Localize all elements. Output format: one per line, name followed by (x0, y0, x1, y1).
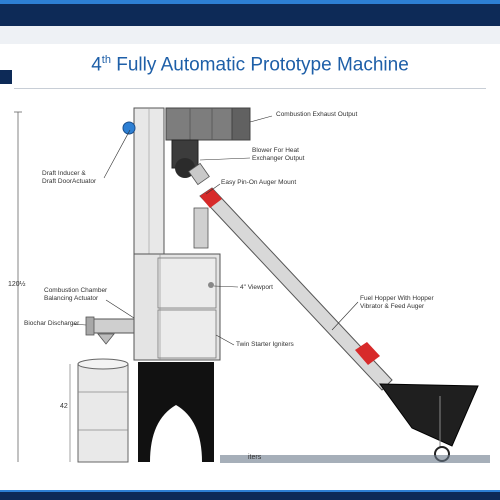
discharger-chute (97, 333, 115, 345)
machine-stand (138, 362, 214, 462)
label-hopper-line1: Fuel Hopper With Hopper (360, 295, 434, 302)
label-exhaust: Combustion Exhaust Output (276, 111, 358, 118)
chamber-panel (157, 309, 217, 359)
barrel-top (77, 358, 129, 370)
title-superscript: th (101, 54, 111, 66)
label-blower-line1: Blower For Heat (252, 147, 299, 154)
leader-draft (103, 129, 131, 179)
bottom-accent-line (0, 490, 500, 492)
auger-mount (188, 162, 210, 186)
top-banner (0, 0, 500, 26)
biochar-barrel (77, 363, 129, 463)
label-cc-line1: Combustion Chamber (44, 287, 108, 294)
title-accent-block (0, 70, 12, 84)
leader-igniters (215, 334, 235, 346)
discharger-end-cap (85, 316, 95, 336)
label-blower-line2: Exchanger Output (252, 154, 305, 162)
biochar-discharger (87, 318, 135, 334)
title-prefix: 4 (91, 54, 102, 76)
header-band (0, 26, 500, 44)
leader-viewport (213, 285, 239, 288)
label-cc-line2: Balancing Actuator (44, 294, 99, 302)
label-draft: Draft Inducer &Draft DoorActuator (42, 170, 96, 186)
label-hopper-line2: Vibrator & Feed Auger (360, 302, 425, 310)
fuel-hopper (379, 383, 479, 447)
draft-inducer-fan (122, 121, 136, 135)
label-bottom-partial: iters (248, 454, 262, 461)
title-rest: Fully Automatic Prototype Machine (110, 54, 409, 76)
ground-strip (220, 455, 490, 463)
label-viewport: 4" Viewport (240, 284, 273, 291)
exhaust-cap (231, 107, 251, 141)
slide-title: 4th Fully Automatic Prototype Machine (0, 54, 500, 76)
leader-exhaust (249, 115, 273, 123)
top-accent-line (0, 0, 500, 4)
auger-tube (199, 187, 393, 391)
label-auger-mount: Easy Pin-On Auger Mount (221, 179, 297, 186)
label-draft-line2: Draft DoorActuator (42, 177, 97, 185)
leader-hopper (331, 301, 359, 331)
label-barrel-height: 42 (60, 403, 68, 410)
viewport-window (208, 282, 214, 288)
leader-blower (199, 157, 251, 161)
bottom-banner (0, 492, 500, 500)
label-draft-line1: Draft Inducer & (42, 170, 86, 177)
leader-biochar (71, 323, 87, 326)
auger-red-band-bottom (355, 342, 380, 365)
leader-auger-mount (205, 183, 221, 195)
label-height: 120½ (8, 281, 26, 288)
title-divider (14, 88, 486, 89)
auger-red-band-top (200, 188, 222, 208)
leader-cc (105, 299, 135, 319)
label-biochar: Biochar Discharger (24, 320, 80, 327)
label-igniters: Twin Starter Igniters (236, 341, 294, 348)
auger-drop-tube (193, 207, 209, 249)
chamber-door (157, 257, 217, 309)
